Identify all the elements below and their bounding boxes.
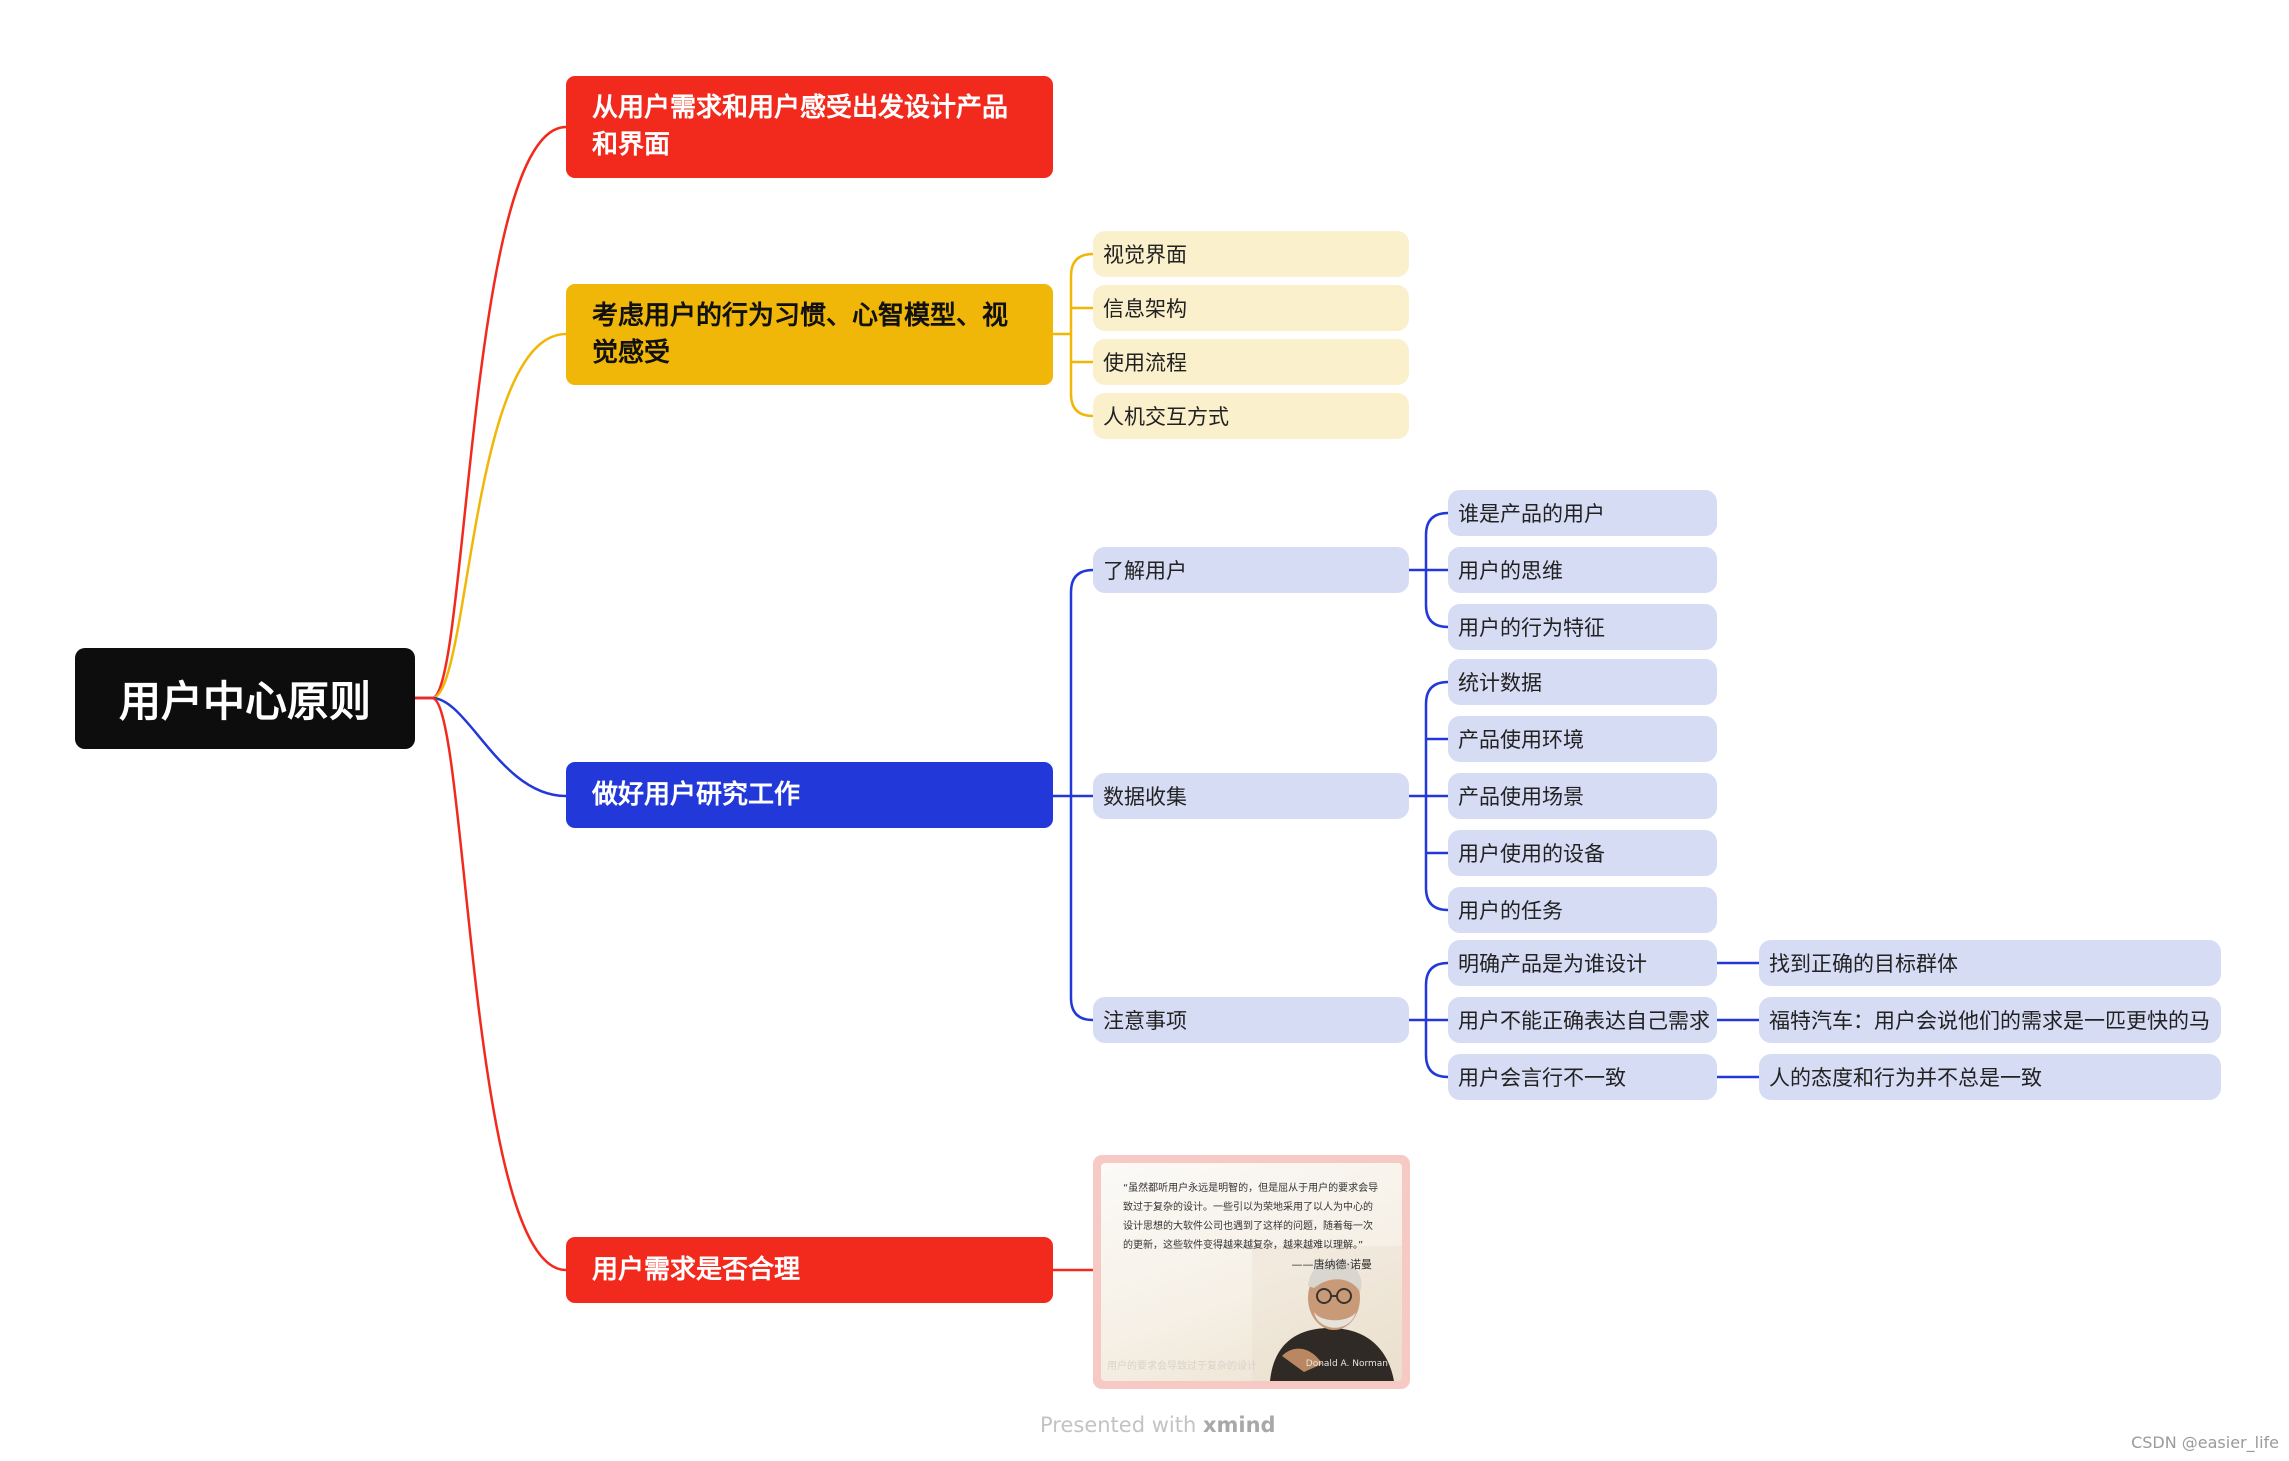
branch-user-habits[interactable]: 考虑用户的行为习惯、心智模型、视觉感受 [566,284,1053,385]
branch-needs-reasonable[interactable]: 用户需求是否合理 [566,1237,1053,1303]
subtopic-information-architecture[interactable]: 信息架构 [1093,285,1409,331]
branch-user-needs[interactable]: 从用户需求和用户感受出发设计产品和界面 [566,76,1053,178]
portrait-photo-icon [1252,1246,1402,1381]
subtopic-label: 视觉界面 [1103,243,1187,267]
group-label: 了解用户 [1103,559,1187,583]
subtopic-visual-interface[interactable]: 视觉界面 [1093,231,1409,277]
quote-name: Donald A. Norman [1305,1359,1388,1369]
note-label: 找到正确的目标群体 [1769,952,1958,976]
branch-user-research[interactable]: 做好用户研究工作 [566,762,1053,828]
group-label: 数据收集 [1103,785,1187,809]
note-attitude-behavior[interactable]: 人的态度和行为并不总是一致 [1759,1054,2221,1100]
root-topic[interactable]: 用户中心原则 [75,648,415,749]
topic-label: 产品使用场景 [1458,785,1584,809]
presented-with-text: Presented with [1040,1413,1197,1437]
topic-user-behavior[interactable]: 用户的行为特征 [1448,604,1717,650]
topic-label: 用户会言行不一致 [1458,1066,1626,1090]
subtopic-label: 使用流程 [1103,351,1187,375]
topic-label: 明确产品是为谁设计 [1458,952,1647,976]
subtopic-label: 人机交互方式 [1103,405,1229,429]
topic-user-devices[interactable]: 用户使用的设备 [1448,830,1717,876]
branch-label: 考虑用户的行为习惯、心智模型、视觉感受 [592,300,1009,368]
group-understand-users[interactable]: 了解用户 [1093,547,1409,593]
quote-image: “虽然都听用户永远是明智的，但是屈从于用户的要求会导致过于复杂的设计。一些引以为… [1101,1163,1402,1381]
topic-label: 用户的任务 [1458,899,1563,923]
quote-image-card[interactable]: “虽然都听用户永远是明智的，但是屈从于用户的要求会导致过于复杂的设计。一些引以为… [1093,1155,1410,1389]
subtopic-label: 信息架构 [1103,297,1187,321]
watermark: CSDN @easier_life [2131,1433,2279,1452]
quote-caption: 用户的要求会导致过于复杂的设计 [1107,1361,1257,1372]
xmind-logo: xmind [1202,1413,1276,1437]
topic-who-users[interactable]: 谁是产品的用户 [1448,490,1717,536]
subtopic-interaction-mode[interactable]: 人机交互方式 [1093,393,1409,439]
root-topic-label: 用户中心原则 [118,677,371,726]
topic-statistics[interactable]: 统计数据 [1448,659,1717,705]
quote-text: “虽然都听用户永远是明智的，但是屈从于用户的要求会导致过于复杂的设计。一些引以为… [1123,1183,1379,1251]
topic-usage-environment[interactable]: 产品使用环境 [1448,716,1717,762]
branch-label: 做好用户研究工作 [592,779,801,810]
group-label: 注意事项 [1103,1009,1187,1033]
topic-user-thinking[interactable]: 用户的思维 [1448,547,1717,593]
group-precautions[interactable]: 注意事项 [1093,997,1409,1043]
topic-label: 用户的思维 [1458,559,1563,583]
topic-label: 产品使用环境 [1458,728,1584,752]
branch-label: 从用户需求和用户感受出发设计产品和界面 [592,93,1009,160]
note-label: 福特汽车：用户会说他们的需求是一匹更快的马 [1769,1009,2210,1033]
topic-usage-scenario[interactable]: 产品使用场景 [1448,773,1717,819]
subtopic-usage-flow[interactable]: 使用流程 [1093,339,1409,385]
presented-with-footer: Presented with xmind [1040,1413,1276,1437]
quote-author: ——唐纳德·诺曼 [1291,1258,1373,1271]
group-data-collection[interactable]: 数据收集 [1093,773,1409,819]
topic-inconsistent[interactable]: 用户会言行不一致 [1448,1054,1717,1100]
topic-target-audience[interactable]: 明确产品是为谁设计 [1448,940,1717,986]
topic-cannot-express[interactable]: 用户不能正确表达自己需求 [1448,997,1717,1043]
topic-label: 统计数据 [1458,671,1542,695]
note-find-target-group[interactable]: 找到正确的目标群体 [1759,940,2221,986]
topic-label: 谁是产品的用户 [1458,502,1605,526]
topic-label: 用户的行为特征 [1458,616,1605,640]
note-ford-faster-horse[interactable]: 福特汽车：用户会说他们的需求是一匹更快的马 [1759,997,2221,1043]
note-label: 人的态度和行为并不总是一致 [1769,1066,2042,1090]
topic-label: 用户不能正确表达自己需求 [1458,1009,1710,1033]
topic-label: 用户使用的设备 [1458,842,1605,866]
branch-label: 用户需求是否合理 [592,1254,801,1285]
topic-user-tasks[interactable]: 用户的任务 [1448,887,1717,933]
